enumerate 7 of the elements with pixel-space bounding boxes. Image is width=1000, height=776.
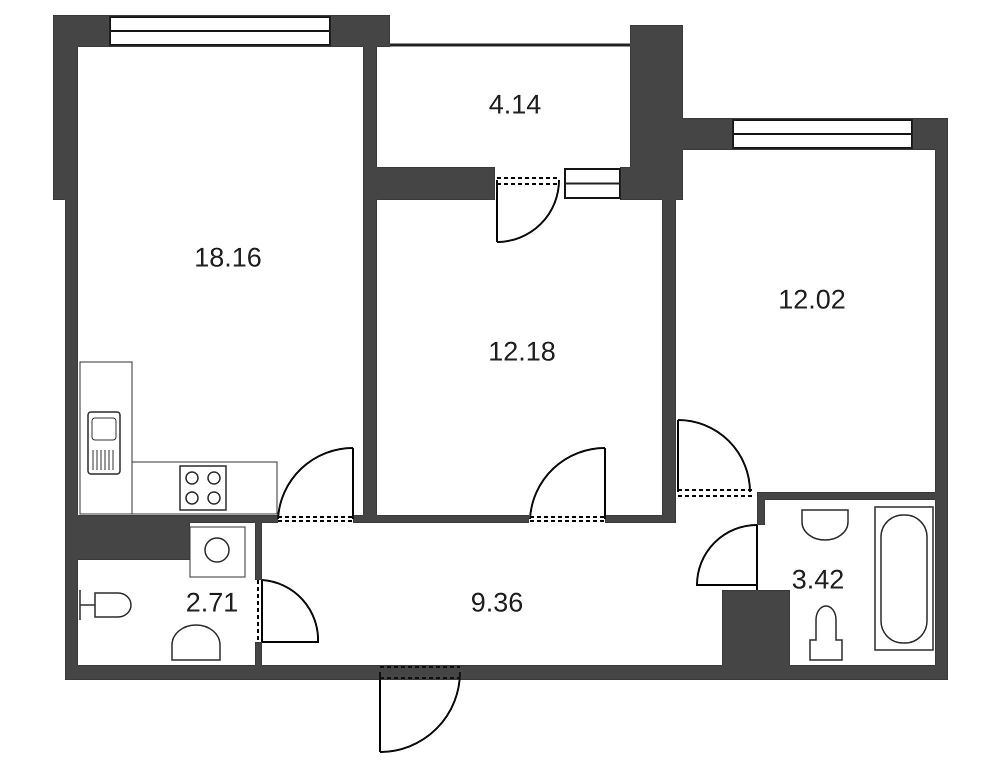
area-label: 18.16 — [194, 242, 262, 274]
area-label: 9.36 — [470, 588, 524, 618]
area-label: 4.14 — [488, 90, 542, 120]
area-label: 3.42 — [792, 564, 844, 596]
area-label: 2.71 — [186, 588, 238, 618]
area-label: 12.18 — [488, 336, 556, 368]
area-label: 12.02 — [778, 284, 846, 316]
